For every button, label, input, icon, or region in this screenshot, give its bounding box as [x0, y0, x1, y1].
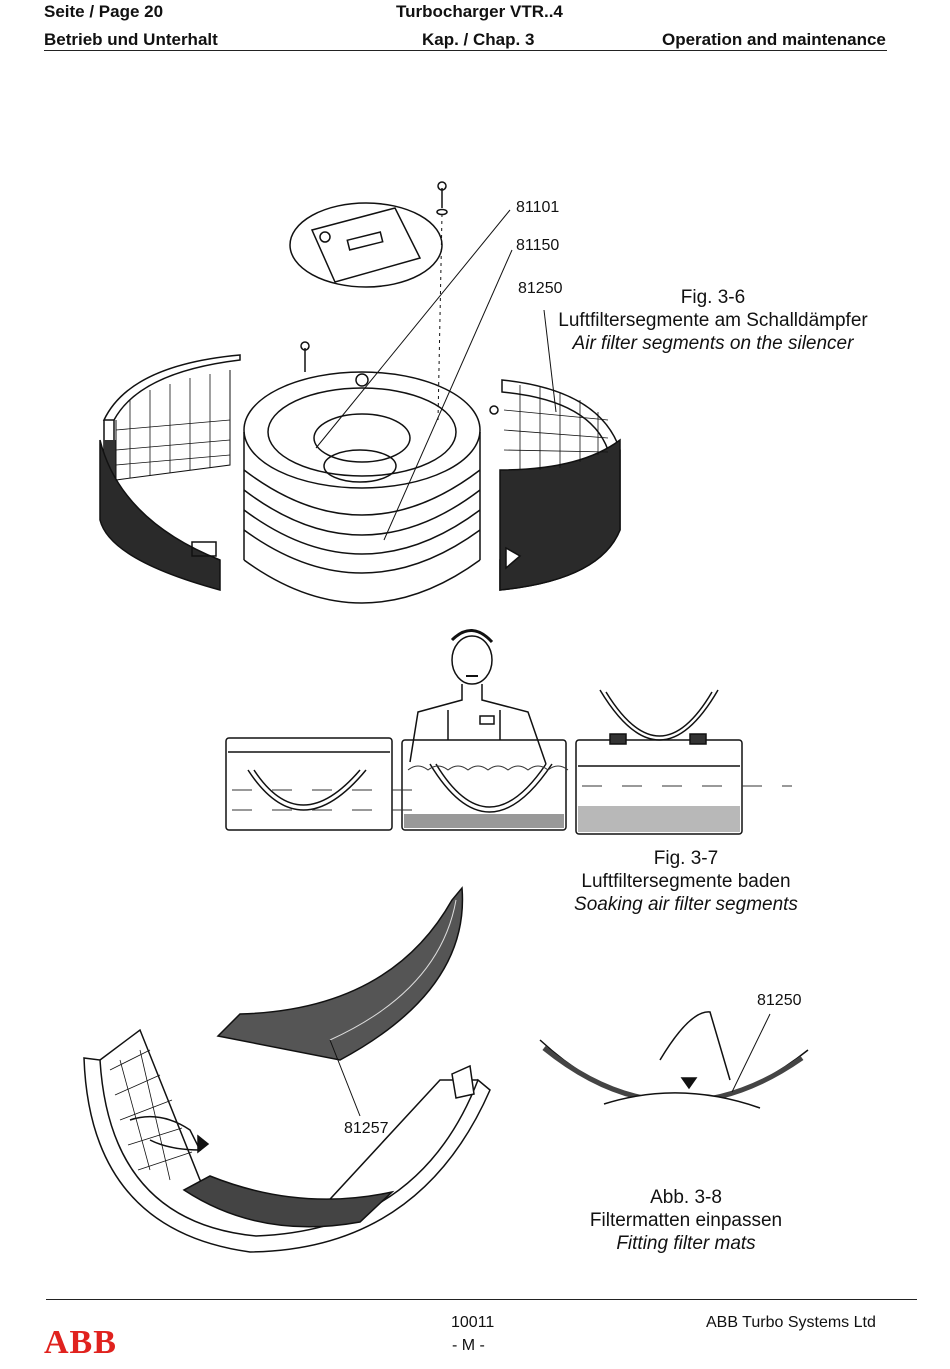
fig-3-8-title-de: Filtermatten einpassen [589, 1210, 783, 1231]
footer-rule [46, 1299, 917, 1300]
fig-3-6-caption: Fig. 3-6 Luftfiltersegmente am Schalldäm… [540, 286, 886, 355]
part-number-81250-fig38: 81250 [757, 992, 802, 1009]
section-title-de: Betrieb und Unterhalt [44, 30, 218, 49]
revision-label: - M - [452, 1337, 485, 1354]
abb-logo: ABB [44, 1324, 117, 1361]
fig-3-7-caption: Fig. 3-7 Luftfiltersegmente baden Soakin… [550, 847, 822, 916]
product-title: Turbocharger VTR..4 [396, 2, 563, 21]
fig-3-8-caption: Abb. 3-8 Filtermatten einpassen Fitting … [566, 1186, 806, 1255]
part-number-81101: 81101 [516, 199, 560, 216]
header-rule [44, 50, 887, 51]
fig-3-8-number: Abb. 3-8 [650, 1187, 722, 1208]
fig-3-8-title-en: Fitting filter mats [616, 1233, 756, 1254]
fig-3-7-title-de: Luftfiltersegmente baden [581, 871, 791, 892]
part-number-81257: 81257 [344, 1120, 389, 1137]
fig-3-7-title-en: Soaking air filter segments [574, 894, 798, 915]
document-number: 10011 [451, 1314, 495, 1331]
company-name: ABB Turbo Systems Ltd [706, 1314, 876, 1331]
part-number-81250: 81250 [518, 280, 563, 297]
fig-3-7-number: Fig. 3-7 [653, 848, 719, 869]
fig-3-6-title-de: Luftfiltersegmente am Schalldämpfer [558, 310, 868, 331]
part-number-81150: 81150 [516, 237, 560, 254]
fig-3-6-title-en: Air filter segments on the silencer [572, 333, 854, 354]
page-number: Seite / Page 20 [44, 2, 164, 21]
fig-3-6-number: Fig. 3-6 [680, 287, 746, 308]
chapter-label: Kap. / Chap. 3 [422, 30, 535, 49]
section-title-en: Operation and maintenance [662, 30, 886, 49]
